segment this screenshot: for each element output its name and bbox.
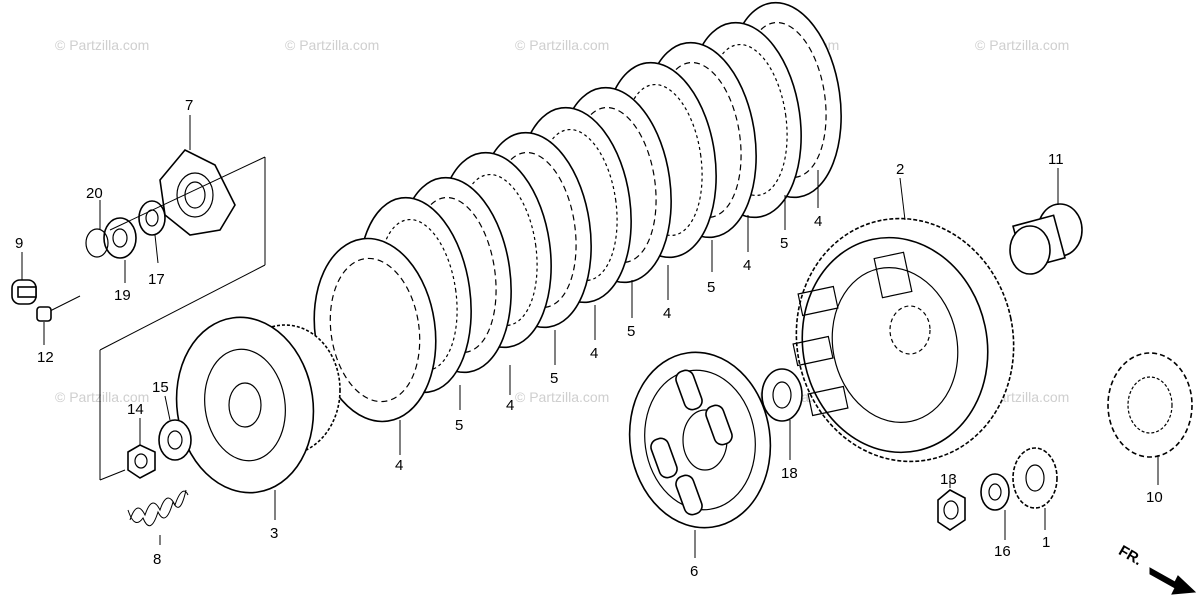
watermark: © Partzilla.com <box>515 389 609 405</box>
callout-5: 5 <box>550 370 558 387</box>
bearing-19 <box>103 217 137 259</box>
leader-lines <box>21 115 1159 558</box>
collar-11 <box>1009 203 1083 275</box>
watermark: © Partzilla.com <box>285 37 379 53</box>
washer-16 <box>980 473 1010 511</box>
direction-label: FR. <box>1116 542 1145 569</box>
clutch-plate-stack <box>313 1 842 423</box>
callout-4: 4 <box>814 213 822 230</box>
callout-4: 4 <box>590 345 598 362</box>
callout-5: 5 <box>707 279 715 296</box>
lifter-plate-7 <box>159 149 236 236</box>
callout-4: 4 <box>506 397 514 414</box>
washer-15 <box>158 419 192 461</box>
nut-14 <box>127 444 156 479</box>
callout-4: 4 <box>395 457 403 474</box>
front-direction-indicator: FR. <box>1116 542 1197 595</box>
bolt-12 <box>36 295 81 322</box>
gear-10 <box>1107 352 1193 458</box>
watermark: © Partzilla.com <box>55 389 149 405</box>
callout-10: 10 <box>1146 489 1163 506</box>
callout-13: 13 <box>940 471 957 488</box>
callout-5: 5 <box>627 323 635 340</box>
bolt-9 <box>11 279 37 305</box>
callout-labels: 1 2 3 4 4 4 4 4 4 4 5 5 5 5 5 6 7 8 9 10… <box>15 97 1163 580</box>
washer-17 <box>138 200 166 236</box>
washer-18 <box>761 368 803 422</box>
callout-12: 12 <box>37 349 54 366</box>
callout-16: 16 <box>994 543 1011 560</box>
callout-4: 4 <box>663 305 671 322</box>
callout-4: 4 <box>743 257 751 274</box>
front-arrow-icon <box>1149 567 1197 595</box>
callout-11: 11 <box>1048 151 1064 168</box>
callout-20: 20 <box>86 185 103 202</box>
callout-2: 2 <box>896 161 904 178</box>
gear-1 <box>1012 447 1058 509</box>
watermark: © Partzilla.com <box>975 37 1069 53</box>
callout-5: 5 <box>780 235 788 252</box>
callout-17: 17 <box>148 271 165 288</box>
callout-9: 9 <box>15 235 23 252</box>
callout-18: 18 <box>781 465 798 482</box>
primary-drive-plate <box>175 316 341 494</box>
callout-1: 1 <box>1042 534 1050 551</box>
circlip-20 <box>85 228 109 258</box>
callout-19: 19 <box>114 287 131 304</box>
callout-14: 14 <box>127 401 144 418</box>
pressure-plate <box>628 351 772 529</box>
callout-7: 7 <box>185 97 193 114</box>
callout-5: 5 <box>455 417 463 434</box>
clutch-spring-8 <box>127 489 189 527</box>
callout-8: 8 <box>153 551 161 568</box>
watermark: © Partzilla.com <box>55 37 149 53</box>
assembly-box-lines <box>99 156 266 481</box>
watermark: © Partzilla.com <box>515 37 609 53</box>
callout-3: 3 <box>270 525 278 542</box>
clutch-outer-housing <box>792 217 1015 463</box>
callout-6: 6 <box>690 563 698 580</box>
nut-13 <box>937 489 966 531</box>
callout-15: 15 <box>152 379 169 396</box>
